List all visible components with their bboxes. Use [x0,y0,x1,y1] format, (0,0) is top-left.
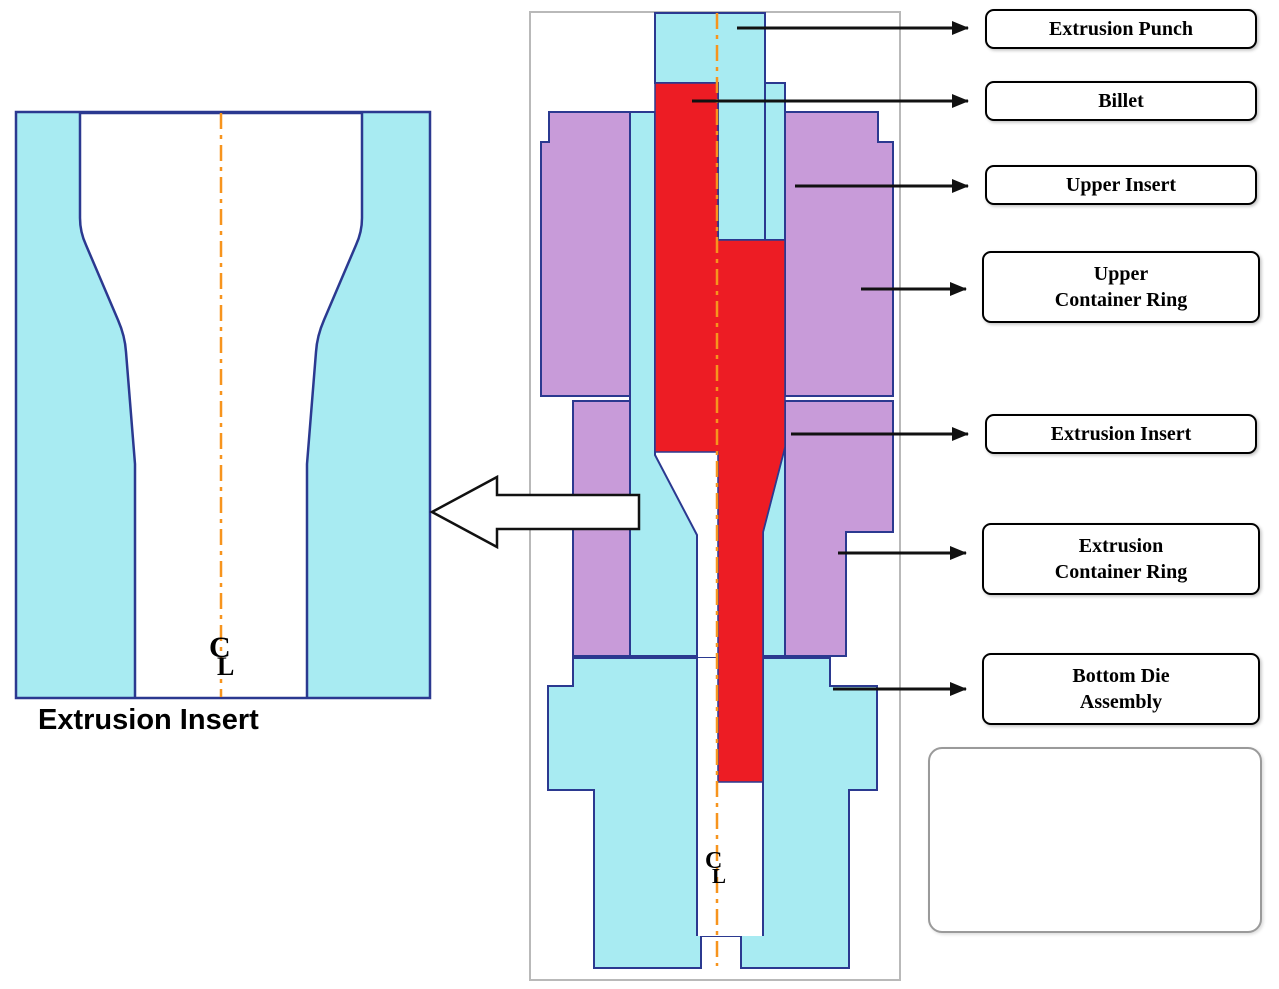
label-box-extrusion-insert: Extrusion Insert [985,414,1257,454]
label-box-billet: Billet [985,81,1257,121]
label-line: Container Ring [1054,289,1188,311]
empty-note-box [928,747,1262,933]
label-line: Extrusion Punch [1049,18,1193,40]
label-line: Upper Insert [1065,174,1177,196]
label-box-upper-insert: Upper Insert [985,165,1257,205]
upper-insert-right-shape [764,82,786,241]
assembly-centerline-symbol-l: L [712,864,726,888]
label-line: Upper [1093,263,1149,285]
label-line: Billet [1098,90,1144,112]
detail-centerline-symbol-c: C [209,631,231,664]
zoom-arrow [429,474,641,550]
label-line: Extrusion [1078,535,1164,557]
detail-centerline-symbol-l: L [217,652,234,681]
detail-caption: Extrusion Insert [38,704,259,736]
label-box-extrusion-punch: Extrusion Punch [985,9,1257,49]
label-line: Extrusion Insert [1050,423,1192,445]
upper-container-ring-right-shape [784,111,894,397]
assembly-centerline-symbol-c: C [705,848,722,874]
extrusion-insert-detail-shape [14,110,432,700]
label-line: Assembly [1079,691,1163,713]
label-line: Bottom Die [1072,665,1170,687]
upper-container-ring-left-shape [540,111,631,397]
label-line: Container Ring [1054,561,1188,583]
